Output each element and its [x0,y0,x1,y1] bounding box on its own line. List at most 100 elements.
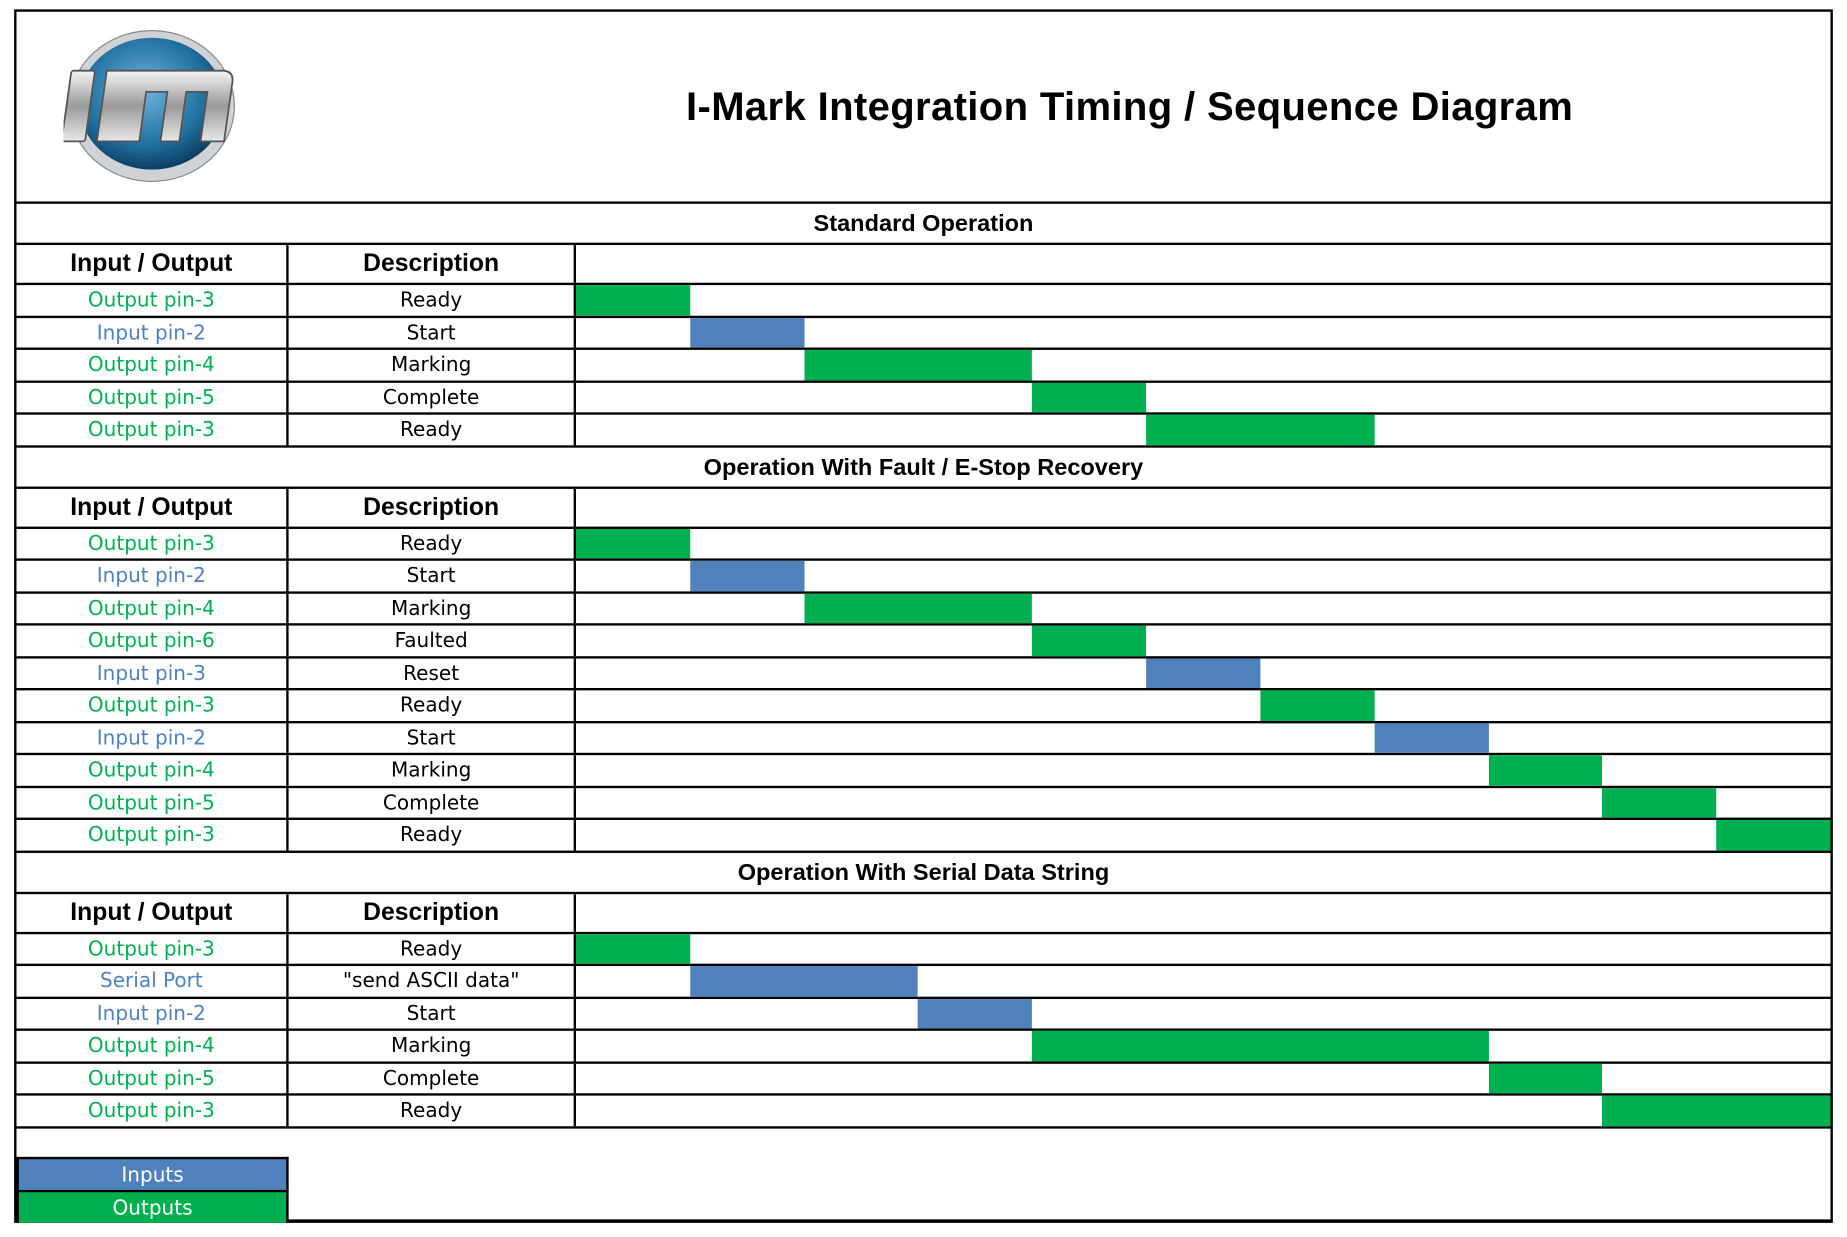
description-label: Marking [289,593,577,624]
output-signal-bar [576,285,691,316]
timeline [576,317,1830,348]
timeline [576,528,1830,559]
description-label: Start [289,317,577,348]
io-label: Output pin-5 [16,382,289,413]
io-header: Input / Output [16,245,289,283]
timeline [576,755,1830,786]
output-signal-bar [1716,819,1831,850]
description-label: Faulted [289,625,577,656]
signal-row: Serial Port"send ASCII data" [16,966,1831,999]
io-label: Output pin-4 [16,755,289,786]
description-label: Complete [289,1063,577,1094]
output-signal-bar [804,593,1033,624]
output-signal-bar [1032,625,1147,656]
description-header: Description [289,245,577,283]
description-label: "send ASCII data" [289,966,577,997]
timeline-header [576,245,1830,283]
io-label: Serial Port [16,966,289,997]
io-label: Output pin-4 [16,349,289,380]
description-header: Description [289,488,577,527]
description-label: Marking [289,349,577,380]
header: I-Mark Integration Timing / Sequence Dia… [16,12,1831,204]
io-label: Output pin-5 [16,787,289,818]
timeline [576,1095,1831,1126]
timeline [576,787,1830,818]
description-label: Start [289,560,577,591]
description-header: Description [289,893,577,932]
description-label: Ready [289,933,577,964]
description-label: Complete [289,382,577,413]
timeline [576,382,1830,413]
io-header: Input / Output [16,488,289,527]
io-label: Output pin-3 [16,285,289,316]
description-label: Complete [289,787,577,818]
timeline [576,966,1830,997]
io-label: Output pin-3 [16,1095,289,1126]
timeline [576,1030,1830,1061]
timeline-header [576,488,1830,526]
timeline [576,819,1831,850]
timeline [576,933,1830,964]
output-signal-bar [1488,1063,1603,1094]
input-signal-bar [690,966,919,997]
io-label: Output pin-3 [16,414,289,445]
input-signal-bar [1146,657,1261,689]
io-label: Output pin-4 [16,593,289,624]
io-label: Input pin-2 [16,317,289,348]
description-label: Marking [289,755,577,786]
timeline [576,414,1830,445]
input-signal-bar [918,998,1033,1029]
timeline-header [576,894,1830,932]
io-label: Input pin-2 [16,998,289,1029]
description-label: Ready [289,690,577,721]
io-label: Output pin-3 [16,819,289,850]
output-signal-bar [1032,382,1147,413]
page-title: I-Mark Integration Timing / Sequence Dia… [686,84,1574,130]
output-signal-bar [1602,1095,1831,1126]
description-label: Ready [289,414,577,445]
description-label: Ready [289,285,577,316]
section-title: Standard Operation [16,204,1831,246]
io-label: Output pin-3 [16,690,289,721]
io-label: Input pin-3 [16,657,289,689]
timeline [576,722,1830,753]
io-label: Output pin-4 [16,1030,289,1061]
legend-outputs: Outputs [16,1189,289,1223]
io-label: Output pin-3 [16,528,289,559]
description-label: Ready [289,819,577,850]
output-signal-bar [1602,787,1717,818]
io-label: Input pin-2 [16,722,289,753]
output-signal-bar [1146,414,1375,445]
description-label: Ready [289,1095,577,1126]
section-title: Operation With Fault / E-Stop Recovery [16,447,1831,489]
io-label: Output pin-6 [16,625,289,656]
io-label: Input pin-2 [16,560,289,591]
input-signal-bar [690,317,805,348]
timeline [576,998,1830,1029]
description-label: Start [289,722,577,753]
timeline [576,593,1830,624]
imark-logo [63,30,235,183]
